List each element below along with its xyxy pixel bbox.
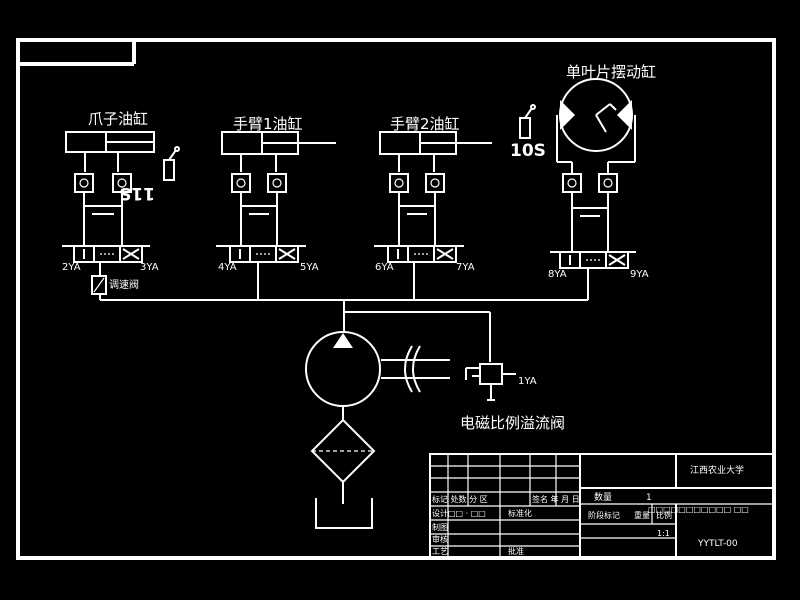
proportional-relief-valve	[465, 363, 516, 401]
supply-line	[100, 299, 588, 362]
check-valve-icon	[231, 173, 251, 193]
limit-switch-icon	[163, 159, 175, 181]
valve-3	[374, 245, 464, 300]
ratio-label: 比例	[656, 510, 672, 520]
row-marks: 标记 处数 分 区	[432, 494, 488, 504]
draft-row: 制图	[432, 522, 448, 532]
quantity-label: 数量	[594, 491, 612, 503]
school-name: 江西农业大学	[690, 464, 744, 476]
valve-2	[216, 245, 306, 300]
valve-1	[62, 245, 150, 300]
tank	[315, 498, 373, 529]
arm1-cylinder	[221, 131, 336, 246]
overflow-text: □□□□□□□□□□□ □□	[648, 505, 749, 514]
drawing-number: YYTLT-00	[697, 539, 738, 549]
check-valve-icon	[74, 173, 94, 193]
check-valve-icon	[389, 173, 409, 193]
solenoid-label: 7YA	[456, 262, 475, 273]
throttle-valve-label: 调速阀	[109, 278, 139, 291]
switch-10s-label: 10S	[510, 141, 546, 161]
arm2-cylinder-label: 手臂2油缸	[390, 115, 460, 133]
check-row: 审核	[432, 534, 448, 544]
process-row: 工艺	[432, 547, 448, 556]
switch-11s-label: 11S	[119, 183, 155, 203]
swing-cylinder	[519, 78, 636, 252]
standard-row: 标准化	[508, 508, 532, 518]
title-block	[429, 453, 775, 559]
sign-date: 签名 年 月 日	[532, 494, 580, 504]
arm2-cylinder	[379, 131, 492, 246]
solenoid-label: 9YA	[630, 269, 649, 280]
swing-cylinder-label: 单叶片摆动缸	[566, 63, 656, 81]
gripper-cylinder-label: 爪子油缸	[88, 110, 148, 128]
filter	[310, 418, 376, 504]
solenoid-label: 5YA	[300, 262, 319, 273]
relief-valve-label: 电磁比例溢流阀	[460, 414, 565, 432]
solenoid-label: 1YA	[518, 376, 537, 387]
check-valve-icon	[598, 173, 618, 193]
drawing-frame	[16, 38, 776, 560]
scale-value: 1:1	[657, 529, 670, 538]
valve-4	[550, 251, 636, 300]
limit-switch-icon	[519, 117, 531, 139]
weight-label: 重量	[634, 510, 650, 520]
check-valve-icon	[267, 173, 287, 193]
solenoid-label: 6YA	[375, 262, 394, 273]
solenoid-label: 8YA	[548, 269, 567, 280]
check-valve-icon	[562, 173, 582, 193]
approve-row: 批准	[508, 546, 524, 556]
solenoid-label: 3YA	[140, 262, 159, 273]
check-valve-icon	[425, 173, 445, 193]
pump	[305, 331, 450, 420]
gripper-cylinder	[65, 131, 180, 246]
stage-label: 阶段标记	[588, 510, 620, 520]
solenoid-label: 4YA	[218, 262, 237, 273]
design-row: 设计□□ · □□	[432, 508, 486, 518]
arm1-cylinder-label: 手臂1油缸	[233, 115, 303, 133]
solenoid-label: 2YA	[62, 262, 81, 273]
quantity-value: 1	[646, 493, 652, 503]
